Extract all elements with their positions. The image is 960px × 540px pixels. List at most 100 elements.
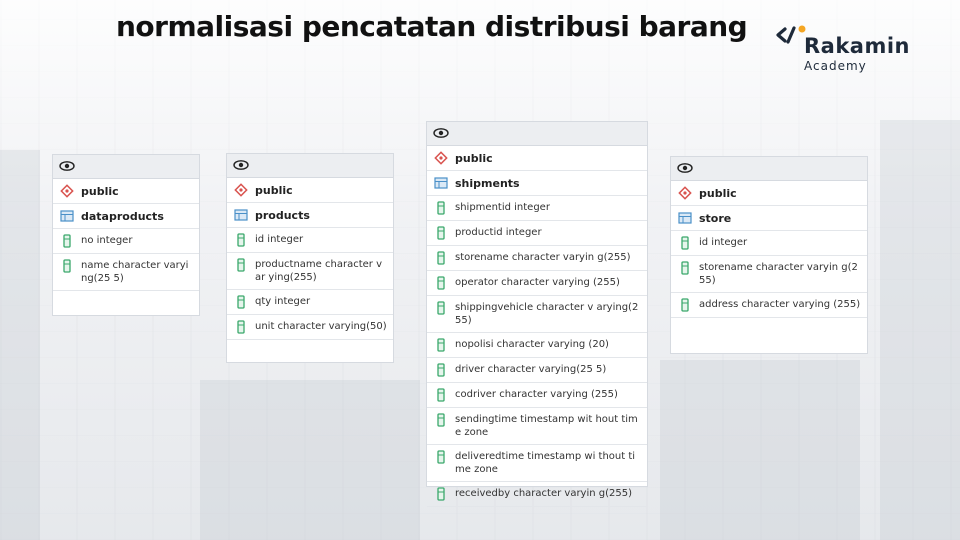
schema-icon	[677, 186, 693, 200]
schema-row-label: public	[455, 151, 493, 165]
background-building	[660, 360, 860, 540]
table-card-dataproducts: public dataproducts no integer name charact…	[52, 154, 200, 316]
column-row-label: name character varying(25 5)	[81, 260, 189, 284]
column-row[interactable]: storename character varyin g(255)	[671, 256, 867, 293]
visibility-toggle[interactable]	[671, 157, 867, 181]
column-row-label: id integer	[255, 234, 304, 245]
schema-row[interactable]: public	[427, 146, 647, 171]
column-icon	[433, 363, 449, 377]
column-row-label: nopolisi character varying (20)	[455, 339, 609, 350]
column-row[interactable]: name character varying(25 5)	[53, 254, 199, 291]
column-row-label: shipmentid integer	[455, 202, 550, 213]
column-row[interactable]: operator character varying (255)	[427, 271, 647, 296]
column-row-label: shippingvehicle character v arying(255)	[455, 302, 639, 326]
column-row[interactable]: sendingtime timestamp wit hout time zone	[427, 408, 647, 445]
column-row[interactable]: productname character var ying(255)	[227, 253, 393, 290]
column-row-label: sendingtime timestamp wit hout time zone	[455, 414, 638, 438]
eye-icon[interactable]	[233, 156, 249, 175]
visibility-toggle[interactable]	[427, 122, 647, 146]
schema-icon	[433, 151, 449, 165]
column-row-label: no integer	[81, 235, 133, 246]
column-icon	[233, 233, 249, 247]
column-icon	[433, 301, 449, 315]
schema-row-label: public	[81, 184, 119, 198]
column-icon	[233, 258, 249, 272]
column-icon	[677, 261, 693, 275]
table-name-row[interactable]: shipments	[427, 171, 647, 196]
column-row-label: productid integer	[455, 227, 542, 238]
column-row[interactable]: shippingvehicle character v arying(255)	[427, 296, 647, 333]
column-row-label: codriver character varying (255)	[455, 389, 618, 400]
column-row-label: receivedby character varyin g(255)	[455, 488, 633, 499]
column-row[interactable]: id integer	[227, 228, 393, 253]
table-card-store: public store id integer storename character…	[670, 156, 868, 354]
column-icon	[433, 276, 449, 290]
background-building	[200, 380, 420, 540]
column-row-label: address character varying (255)	[699, 299, 861, 310]
column-row[interactable]: qty integer	[227, 290, 393, 315]
table-name-row[interactable]: dataproducts	[53, 204, 199, 229]
column-row-label: storename character varyin g(255)	[455, 252, 631, 263]
schema-icon	[233, 183, 249, 197]
rakamin-logo-icon	[776, 25, 806, 44]
column-icon	[433, 338, 449, 352]
column-row[interactable]: unit character varying(50)	[227, 315, 393, 340]
column-row[interactable]: receivedby character varyin g(255)	[427, 482, 647, 507]
eye-icon[interactable]	[433, 124, 449, 143]
column-row-label: operator character varying (255)	[455, 277, 620, 288]
visibility-toggle[interactable]	[53, 155, 199, 179]
table-icon	[233, 208, 249, 222]
table-name-row-label: store	[699, 211, 732, 225]
column-icon	[433, 487, 449, 501]
column-row[interactable]: driver character varying(25 5)	[427, 358, 647, 383]
column-row[interactable]: id integer	[671, 231, 867, 256]
column-icon	[433, 450, 449, 464]
column-icon	[59, 259, 75, 273]
column-row-label: unit character varying(50)	[255, 321, 387, 332]
column-icon	[433, 251, 449, 265]
schema-icon	[59, 184, 75, 198]
table-name-row[interactable]: products	[227, 203, 393, 228]
column-row-label: driver character varying(25 5)	[455, 364, 607, 375]
eye-icon[interactable]	[59, 157, 75, 176]
column-row-label: productname character var ying(255)	[255, 259, 382, 283]
table-name-row[interactable]: store	[671, 206, 867, 231]
eye-icon[interactable]	[677, 159, 693, 178]
rakamin-logo: Rakamin Academy	[776, 24, 916, 74]
visibility-toggle[interactable]	[227, 154, 393, 178]
column-icon	[433, 413, 449, 427]
column-row[interactable]: address character varying (255)	[671, 293, 867, 318]
table-icon	[59, 209, 75, 223]
column-icon	[233, 320, 249, 334]
column-row-label: id integer	[699, 237, 748, 248]
schema-row[interactable]: public	[53, 179, 199, 204]
table-name-row-label: shipments	[455, 176, 520, 190]
column-icon	[433, 201, 449, 215]
column-row-label: storename character varyin g(255)	[699, 262, 858, 286]
column-row[interactable]: no integer	[53, 229, 199, 254]
column-icon	[433, 388, 449, 402]
logo-name: Rakamin	[804, 34, 911, 58]
column-row[interactable]: productid integer	[427, 221, 647, 246]
column-icon	[433, 226, 449, 240]
column-row-label: deliveredtime timestamp wi thout time zo…	[455, 451, 636, 475]
column-row[interactable]: storename character varyin g(255)	[427, 246, 647, 271]
table-name-row-label: products	[255, 208, 310, 222]
table-card-products: public products id integer productname char…	[226, 153, 394, 363]
column-row[interactable]: nopolisi character varying (20)	[427, 333, 647, 358]
column-icon	[233, 295, 249, 309]
column-row[interactable]: shipmentid integer	[427, 196, 647, 221]
table-icon	[433, 176, 449, 190]
slide-title: normalisasi pencatatan distribusi barang	[116, 10, 748, 43]
background-building	[0, 150, 40, 540]
column-icon	[677, 236, 693, 250]
schema-row[interactable]: public	[671, 181, 867, 206]
schema-row[interactable]: public	[227, 178, 393, 203]
column-row[interactable]: deliveredtime timestamp wi thout time zo…	[427, 445, 647, 482]
background-building	[880, 120, 960, 540]
schema-row-label: public	[255, 183, 293, 197]
column-row[interactable]: codriver character varying (255)	[427, 383, 647, 408]
column-icon	[677, 298, 693, 312]
logo-subtitle: Academy	[804, 59, 867, 73]
column-row-label: qty integer	[255, 296, 311, 307]
